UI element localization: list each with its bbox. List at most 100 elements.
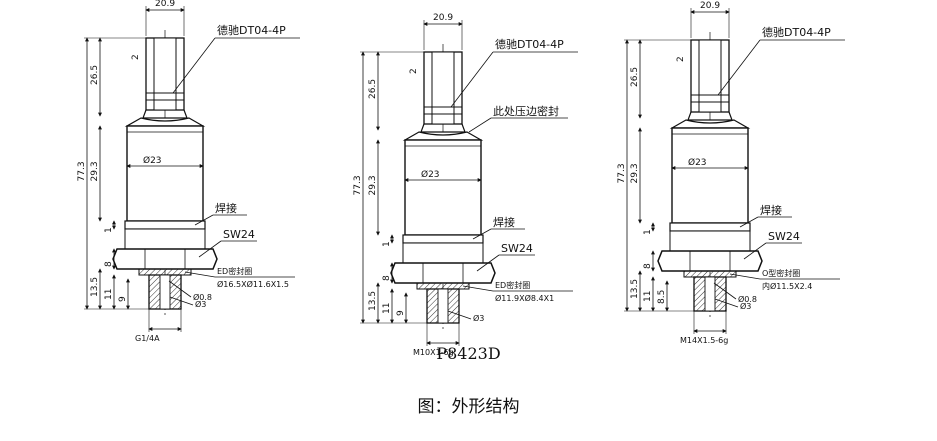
bore-label: Ø3 [740,301,751,311]
connector-small-dim: 2 [676,56,686,62]
connector-core [698,39,722,113]
connector-collar [142,109,188,119]
thread-outer-dimension-label: 13.5 [630,279,640,299]
weld-label: 焊接 [493,215,515,229]
sensor-body [671,127,749,224]
lower-body [669,230,751,252]
transition-neck [669,119,751,129]
weld-band [669,222,751,232]
seal-ring [138,268,192,276]
hex-leader [476,254,500,272]
seal-label: ED密封圈 [495,280,530,290]
weld-leader [739,216,759,228]
weld-label: 焊接 [760,203,782,217]
thread-label: G1/4A [135,334,160,343]
lower-body [124,228,206,250]
weld-label: 焊接 [215,201,237,215]
orifice-label: Ø0.8 [193,292,212,302]
connector-collar [420,123,466,133]
hex-height-dimension-label: 8 [643,263,653,269]
connector-leader [172,37,216,94]
figure-caption: 图：外形结构 [417,397,520,417]
bore [437,288,449,324]
hex-leader [743,242,767,260]
weld-height-dimension-label: 1 [104,227,114,233]
transition-neck [402,131,484,141]
sensor-diagram-1: 20.92德驰DT04-4PØ23焊接SW24ED密封圈Ø16.5XØ11.6X… [77,0,300,343]
lower-body [402,242,484,264]
thread-inner-dimension-label: 9 [118,296,128,302]
top-width-label: 20.9 [700,1,720,11]
connector-label: 德驰DT04-4P [495,37,564,51]
connector-height-dimension-label: 26.5 [90,65,100,85]
connector-label: 德驰DT04-4P [217,23,286,37]
body-height-dimension-label: 29.3 [630,163,640,183]
total-height-dimension-label: 77.3 [617,163,627,183]
connector-height-dimension-label: 26.5 [368,79,378,99]
seal-ring [683,270,737,278]
press-seal-leader [468,117,492,133]
hex-nut [657,250,763,272]
connector-core [431,51,455,125]
body-diameter-label: Ø23 [143,155,162,166]
seal-size-label: Ø16.5XØ11.6X1.5 [217,279,289,289]
bore-leader [714,298,739,308]
weld-band [402,234,484,244]
bore-label: Ø3 [473,313,484,323]
connector-height-dimension-label: 26.5 [630,67,640,87]
total-height-dimension-label: 77.3 [353,175,363,195]
connector-leader [450,51,494,108]
connector-leader [717,39,761,96]
thread-mid-dimension-label: 11 [382,303,392,314]
press-seal-label: 此处压边密封 [493,104,559,118]
sensor-diagram-2: 20.92德驰DT04-4P此处压边密封Ø23焊接SW24ED密封圈Ø11.9X… [353,13,578,357]
bore-leader [169,296,194,306]
seal-leader [184,271,216,278]
hex-height-dimension-label: 8 [382,275,392,281]
sensor-body [404,139,482,236]
sensor-body [126,125,204,222]
hex-label: SW24 [501,242,533,255]
body-diameter-label: Ø23 [421,169,440,180]
seal-leader [462,285,494,292]
top-width-label: 20.9 [433,13,453,23]
connector-core [153,37,177,111]
connector-collar [687,111,733,121]
total-height-dimension-label: 77.3 [77,161,87,181]
body-height-dimension-label: 29.3 [90,161,100,181]
thread-inner-dimension-label: 9 [396,310,406,316]
thread-mid-dimension-label: 11 [104,289,114,300]
body-diameter-label: Ø23 [688,157,707,168]
connector-small-dim: 2 [131,54,141,60]
thread-label: M14X1.5-6g [680,336,728,345]
bore [159,274,171,310]
weld-height-dimension-label: 1 [643,229,653,235]
transition-neck [124,117,206,127]
orifice-label: Ø0.8 [738,294,757,304]
seal-leader [729,273,761,280]
thread-mid-dimension-label: 11 [643,291,653,302]
connector-label: 德驰DT04-4P [762,25,831,39]
bore-label: Ø3 [195,299,206,309]
thread-outer-dimension-label: 13.5 [90,277,100,297]
model-number: P8423D [436,344,501,363]
sensor-diagram-3: 20.9 2 德驰DT04-4P Ø23 焊接 SW24O型密封圈内Ø11.5X2.4Ø0… [617,1,845,345]
top-width-label: 20.9 [155,0,175,9]
hex-height-dimension-label: 8 [104,261,114,267]
orifice-leader [713,282,737,300]
hex-label: SW24 [223,228,255,241]
weld-leader [194,214,214,226]
hex-label: SW24 [768,230,800,243]
weld-band [124,220,206,230]
thread-outer-dimension-label: 13.5 [368,291,378,311]
seal-size-label: 内Ø11.5X2.4 [762,281,812,291]
seal-label: O型密封圈 [762,268,800,278]
weld-height-dimension-label: 1 [382,241,392,247]
thread-label: M10X1-6g [413,348,454,357]
orifice-leader [168,280,192,298]
body-height-dimension-label: 29.3 [368,175,378,195]
seal-size-label: Ø11.9XØ8.4X1 [495,293,554,303]
hex-nut [390,262,496,284]
hex-leader [198,240,222,258]
